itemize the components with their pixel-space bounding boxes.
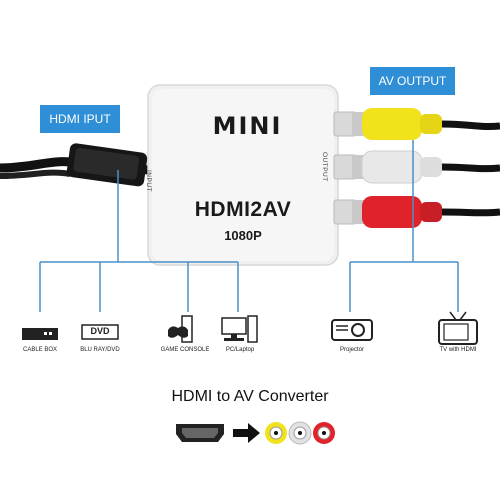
input-connection-lines [39, 170, 239, 312]
cable-box-icon [22, 328, 58, 340]
blu-ray-label: BLU RAY/DVD [80, 347, 120, 353]
projector-icon [331, 319, 373, 341]
arrow-right-icon [233, 423, 260, 443]
hdmi-port-icon [176, 424, 224, 442]
rca-port-yellow-icon [265, 422, 287, 444]
model-name: HDMI2AV [194, 198, 292, 221]
hdmi-cable-icon [0, 143, 153, 187]
rca-port-white-icon [288, 421, 312, 445]
brand-logo: MINI [212, 112, 283, 140]
input-port-label: INPUT [145, 170, 152, 192]
rca-white-plug-icon [352, 150, 500, 184]
rca-yellow-plug-icon [352, 108, 500, 140]
output-connection-lines [349, 140, 459, 312]
rca-port-red-icon [313, 422, 335, 444]
av-output-tag: AV OUTPUT [370, 67, 455, 95]
pc-laptop-icon [221, 315, 258, 343]
footer-title: HDMI to AV Converter [171, 388, 329, 405]
rca-red-plug-icon [352, 196, 500, 228]
pc-laptop-label: PC/Laptop [225, 347, 255, 353]
game-console-label: GAME CONSOLE [160, 347, 210, 353]
converter-box [147, 84, 357, 266]
output-port-label: OUTPUT [321, 152, 328, 182]
tv-label: TV with HDMI [439, 347, 477, 353]
hdmi-input-tag: HDMI IPUT [40, 105, 120, 133]
game-console-icon [168, 315, 193, 343]
dvd-player-icon [81, 324, 119, 340]
resolution-label: 1080P [224, 228, 262, 243]
cable-box-label: CABLE BOX [22, 347, 57, 353]
dvd-badge: DVD [90, 326, 110, 336]
tv-icon [438, 311, 478, 345]
projector-label: Projector [339, 347, 364, 353]
